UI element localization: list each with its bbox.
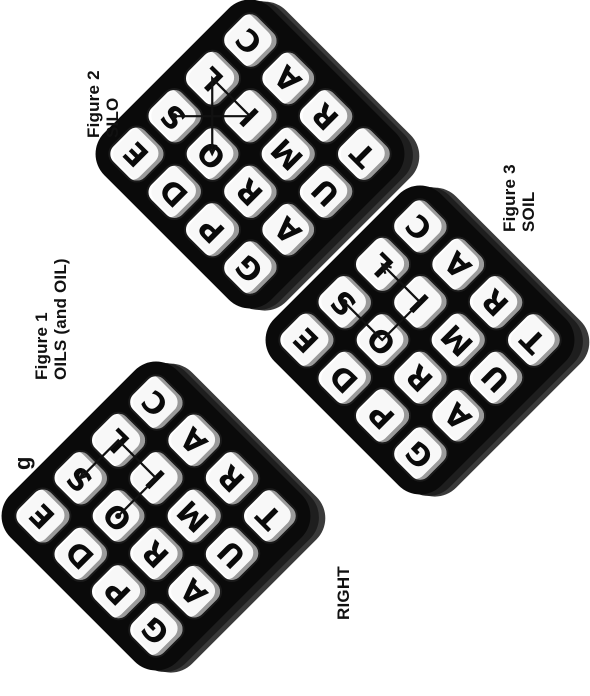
caption-title: Figure 2 [84, 70, 103, 138]
cube-letter: R [399, 357, 440, 398]
cube-letter: M [171, 493, 217, 539]
cube-letter: C [400, 206, 440, 246]
cube-letter: T [344, 134, 383, 173]
cube-letter: D [153, 171, 195, 213]
caption-words: SILO [103, 70, 122, 138]
cube-letter: R [135, 533, 176, 574]
cube-letter: A [437, 244, 478, 285]
cube-letter: D [59, 533, 101, 575]
cube-letter: P [362, 396, 402, 436]
cube-letter: O [191, 133, 234, 176]
cube-letter: U [475, 357, 517, 399]
cube-letter: A [173, 420, 214, 461]
cube-letter: L [99, 421, 137, 459]
cube-letter: S [60, 458, 100, 498]
cube-letter: E [287, 320, 326, 359]
cube-letter: E [117, 134, 156, 173]
cube-letter: S [324, 282, 364, 322]
caption-title: Figure 3 [500, 164, 519, 232]
cube-letter: G [135, 608, 177, 650]
cube-letter: U [211, 533, 253, 575]
cube-letter: A [437, 395, 478, 436]
cube-letter: D [323, 357, 365, 399]
cube-letter: L [193, 59, 231, 97]
cube-letter: R [305, 96, 346, 137]
right-label: RIGHT [334, 566, 353, 620]
cube-letter: A [173, 571, 214, 612]
cube-letter: G [399, 432, 441, 474]
cube-letter: M [435, 317, 481, 363]
caption-title: Figure 1 [32, 258, 51, 380]
cube-letter: I [140, 462, 173, 495]
cube-letter: R [211, 458, 252, 499]
cube-letter: P [98, 572, 138, 612]
cube-letter: P [192, 210, 232, 250]
cube-letter: I [404, 286, 437, 319]
cube-letter: U [305, 171, 347, 213]
cube-letter: O [361, 319, 404, 362]
cube-letter: I [234, 100, 267, 133]
cube-letter: A [267, 58, 308, 99]
cube-letter: C [136, 382, 176, 422]
caption-words: OILS (and OIL) [51, 258, 70, 380]
cube-letter: G [229, 246, 271, 288]
cube-letter: S [154, 96, 194, 136]
figure-1-caption: Figure 1 OILS (and OIL) [32, 258, 70, 380]
cube-letter: L [363, 245, 401, 283]
cube-letter: O [97, 495, 140, 538]
cube-letter: T [250, 496, 289, 535]
cube-letter: R [475, 282, 516, 323]
cube-letter: M [265, 131, 311, 177]
cube-letter: C [230, 20, 270, 60]
figure-3-caption: Figure 3 SOIL [500, 164, 538, 232]
caption-words: SOIL [519, 164, 538, 232]
cube-letter: R [229, 171, 270, 212]
cube-letter: T [514, 320, 553, 359]
figure-2-caption: Figure 2 SILO [84, 70, 122, 138]
cube-letter: E [23, 496, 62, 535]
header-fragment: g [10, 457, 36, 470]
cube-letter: A [267, 209, 308, 250]
